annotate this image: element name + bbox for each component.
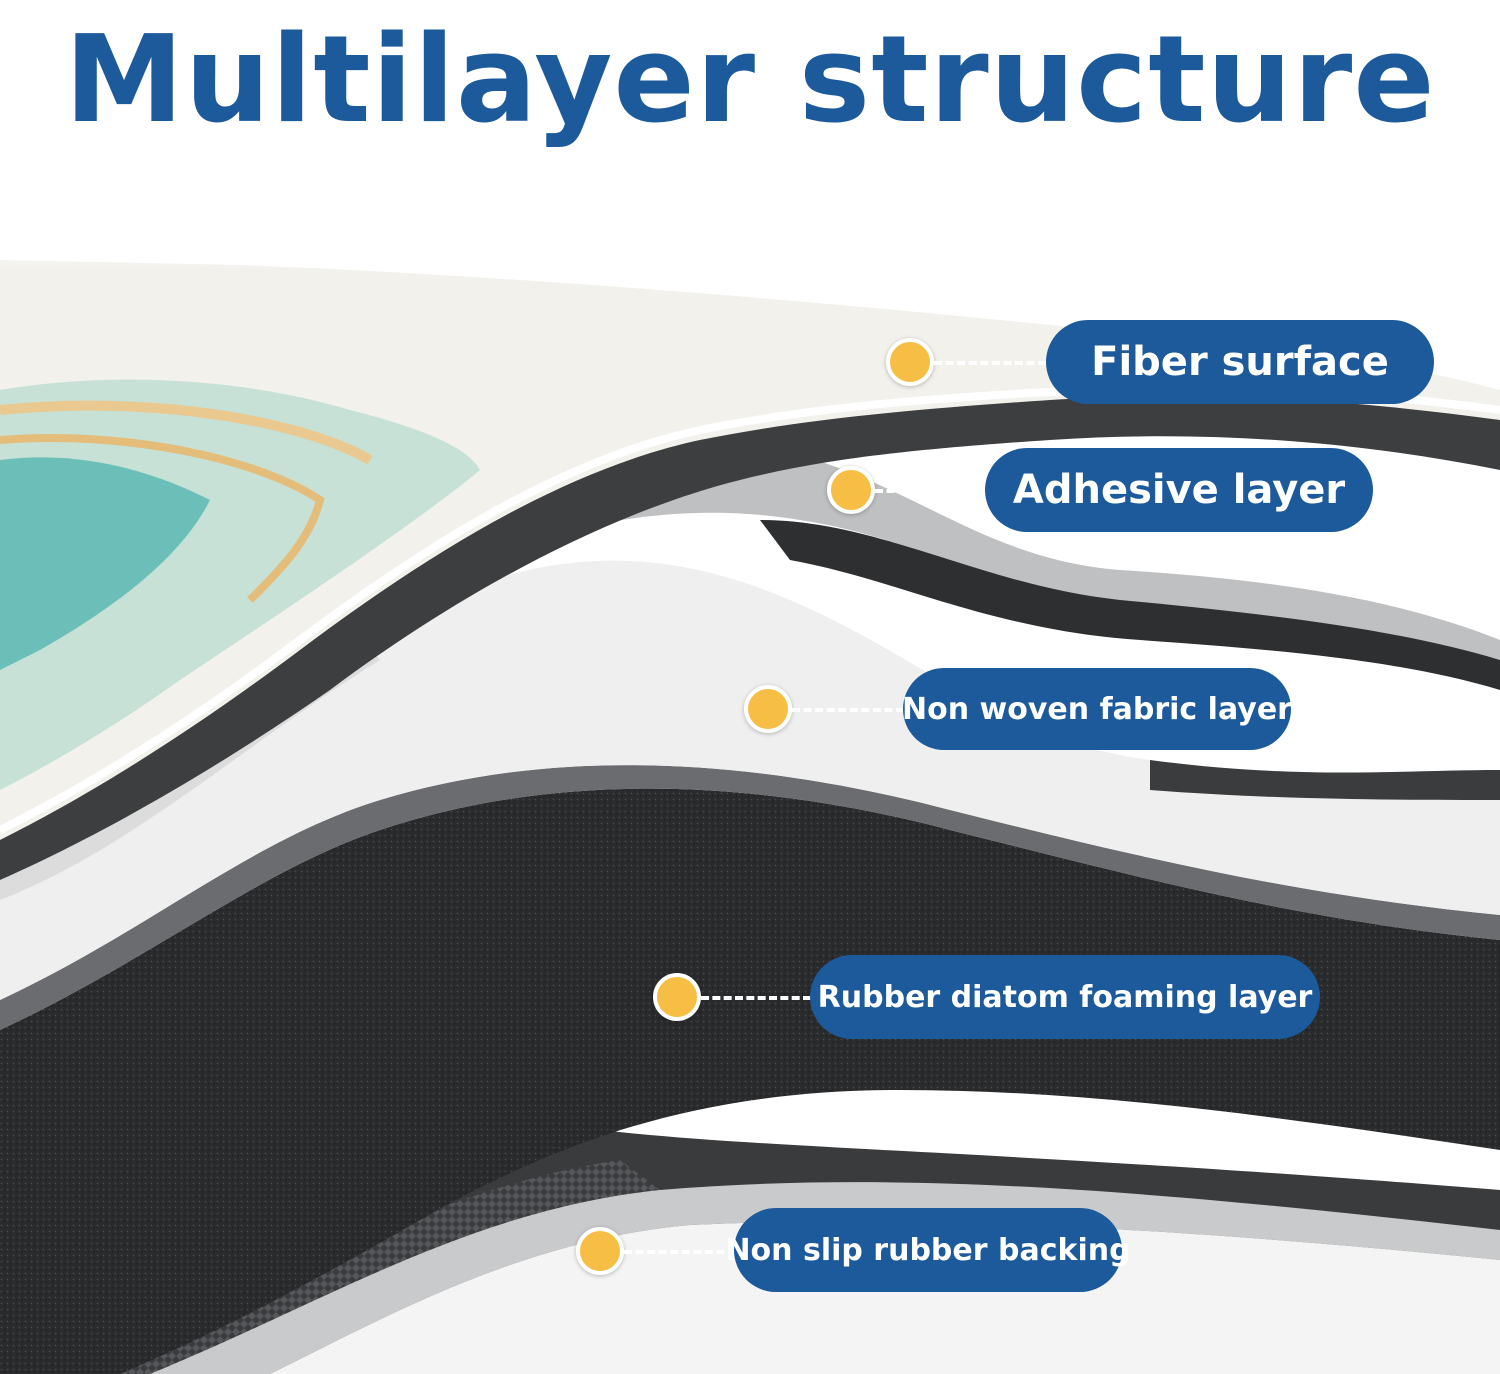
fabric-layer-shape — [0, 560, 1500, 1000]
marker-dot-icon — [744, 685, 792, 733]
page-title: Multilayer structure — [64, 11, 1436, 150]
leader-line — [875, 489, 987, 493]
leader-line — [701, 996, 811, 1000]
marker-dot-icon — [653, 973, 701, 1021]
label-fiber-surface: Fiber surface — [1046, 320, 1434, 404]
foam-layer-shape — [0, 788, 1500, 1374]
separator-sheet — [0, 765, 1500, 1030]
fabric-right-shadow — [1150, 760, 1500, 800]
label-non-woven-fabric-layer: Non woven fabric layer — [902, 668, 1292, 750]
layer-illustration — [0, 230, 1500, 1374]
leader-line — [624, 1250, 736, 1254]
marker-dot-icon — [886, 338, 934, 386]
leader-line — [934, 361, 1046, 365]
marker-dot-icon — [576, 1227, 624, 1275]
label-non-slip-rubber-backing: Non slip rubber backing — [725, 1208, 1131, 1292]
label-rubber-diatom-foaming-layer: Rubber diatom foaming layer — [810, 955, 1320, 1039]
fiber-artwork-ring-1 — [0, 400, 373, 465]
fiber-artwork-deep — [0, 457, 210, 670]
marker-dot-icon — [827, 466, 875, 514]
fiber-artwork-ring-2 — [0, 434, 325, 603]
adhesive-dark-gap — [760, 520, 1500, 690]
label-adhesive-layer: Adhesive layer — [985, 448, 1373, 532]
fiber-under-edge — [0, 396, 1500, 880]
backing-edge — [150, 1182, 1500, 1374]
fiber-surface-shape — [0, 260, 1500, 840]
top-fade — [0, 230, 1500, 270]
leader-line — [792, 708, 904, 712]
